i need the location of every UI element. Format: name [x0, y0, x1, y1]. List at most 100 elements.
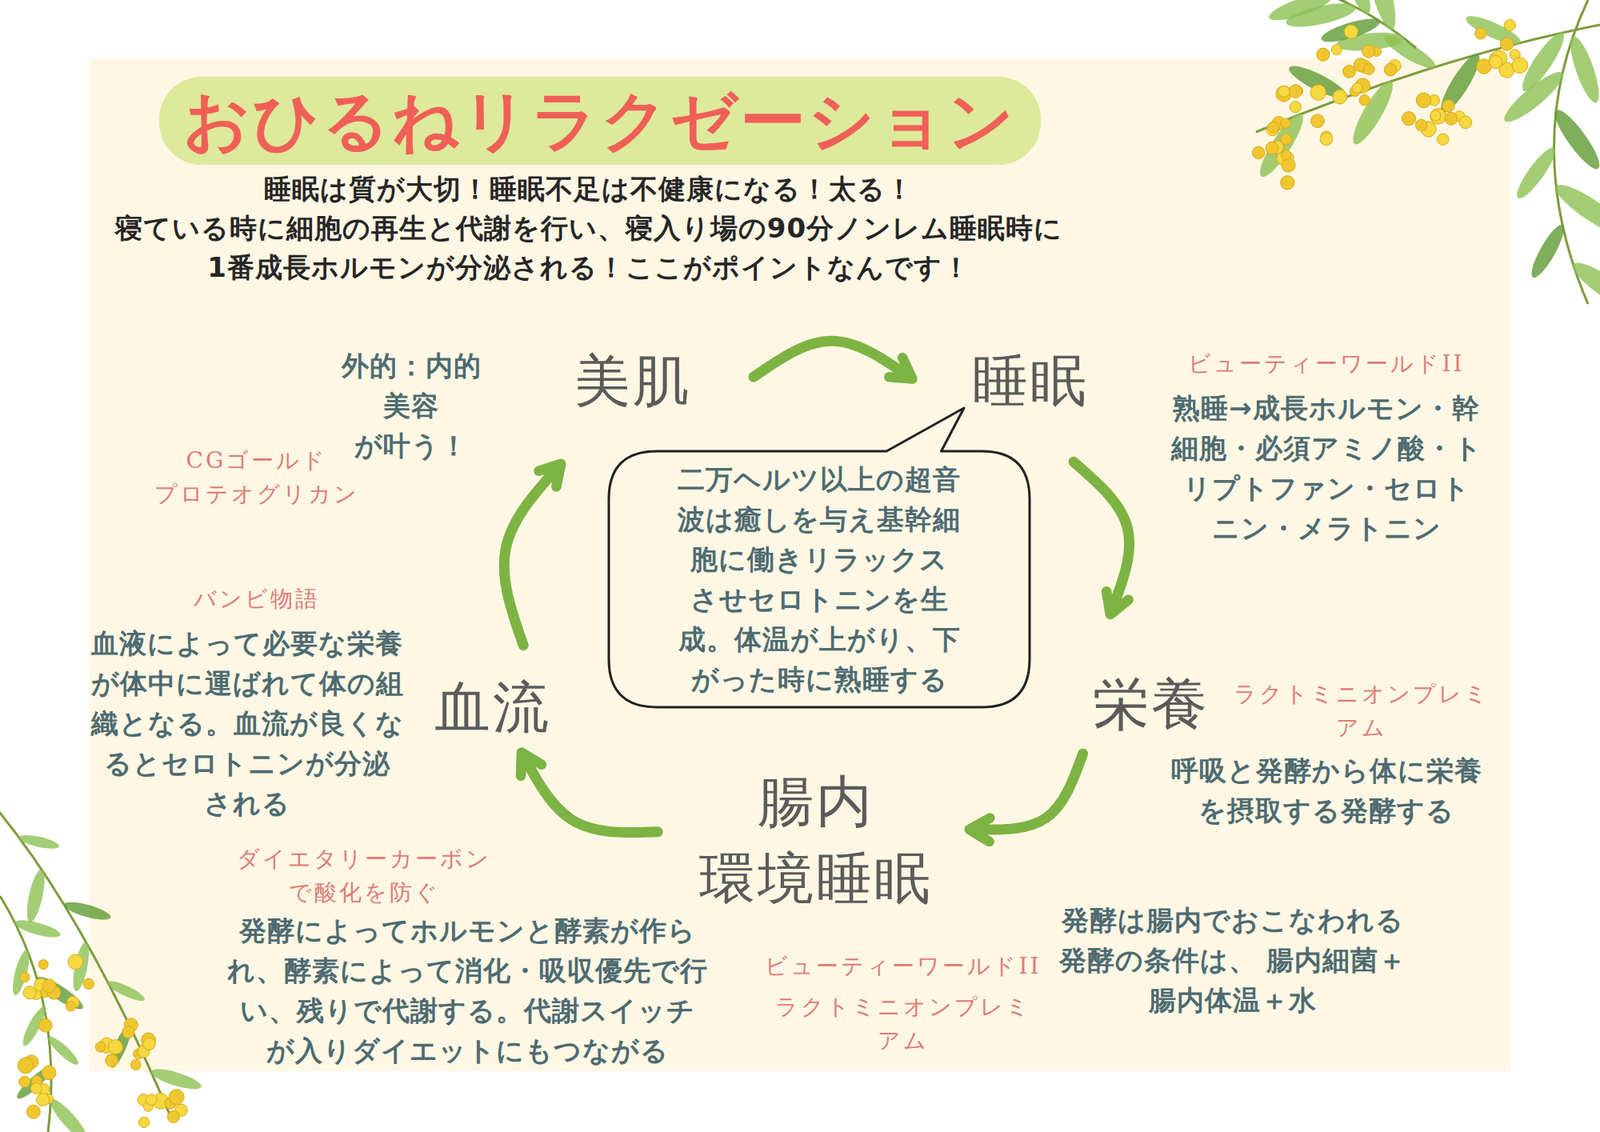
leaf: [148, 1064, 204, 1093]
cycle-arrow: [753, 340, 910, 377]
mimosa-flower: [130, 1060, 141, 1071]
label-holder: ラクトミニオンプレミアム: [775, 990, 1032, 1058]
mimosa-flower: [1352, 82, 1363, 93]
mimosa-flower: [168, 1089, 184, 1105]
intro-text: 睡眠は質が大切！睡眠不足は不健康になる！太る！: [264, 169, 914, 209]
mimosa-flower: [1289, 101, 1301, 113]
note-text: 血液によって必要な栄養が体中に運ばれて体の組織となる。血流が良くなるとセロトニン…: [90, 623, 404, 824]
leaf: [105, 977, 147, 1004]
mimosa-flower: [65, 1001, 76, 1012]
leaf: [1526, 221, 1569, 282]
mimosa-flower: [1401, 112, 1416, 126]
mimosa-sprig: [0, 808, 204, 1132]
stem: [0, 808, 172, 1120]
leaf: [17, 832, 60, 852]
mimosa-flower: [23, 986, 36, 1000]
mimosa-flower: [1268, 121, 1280, 133]
node-label: 血流: [434, 668, 552, 746]
mimosa-flower: [1459, 116, 1472, 129]
mimosa-flower: [42, 979, 56, 993]
note-text: 呼吸と発酵から体に栄養を摂取する発酵する: [1169, 750, 1484, 831]
mimosa-flower: [1359, 95, 1370, 106]
mimosa-flower: [1512, 57, 1528, 74]
mimosa-flower: [19, 1076, 31, 1088]
leaf: [1253, 108, 1310, 182]
mimosa-flower: [1320, 132, 1333, 146]
mimosa-flower: [1475, 28, 1487, 40]
product-name: ダイエタリーカーボン で酸化を防ぐ: [230, 842, 499, 910]
leaf: [12, 916, 62, 941]
note-text: 発酵によってホルモンと酵素が作られ、酵素によって消化・吸収優先で行い、残りで代謝…: [226, 910, 708, 1071]
mimosa-flower: [1430, 108, 1447, 125]
mimosa-flower: [1430, 110, 1441, 121]
mimosa-flower: [1500, 37, 1513, 51]
mimosa-flower: [108, 1040, 123, 1055]
label-holder: 寝ている時に細胞の再生と代謝を行い、寝入り場の90分ノンレム睡眠時に: [115, 208, 1063, 248]
bubble-text: 二万ヘルツ以上の超音波は癒しを与え基幹細胞に働きリラックスさせセロトニンを生成。…: [676, 459, 962, 700]
leaf: [45, 1033, 82, 1068]
mimosa-flower: [1504, 19, 1516, 31]
leaf: [1512, 143, 1561, 203]
note-text: 外的：内的 美容 が叶う！: [322, 345, 500, 466]
mimosa-flower: [122, 1026, 135, 1039]
mimosa-flower: [20, 972, 30, 983]
cycle-arrow: [1073, 461, 1130, 612]
mimosa-flower: [1343, 65, 1356, 79]
leaf: [1564, 33, 1600, 106]
mimosa-flower: [36, 1093, 50, 1107]
mimosa-flower: [1280, 176, 1295, 190]
label-holder: ビューティーワールドII: [1188, 347, 1464, 381]
product-name: ビューティーワールドII: [1188, 347, 1464, 381]
mimosa-flower: [1384, 63, 1397, 76]
cycle-node: 血流: [428, 668, 558, 746]
label-holder: 1番成長ホルモンが分泌される！ここがポイントなんです！: [207, 248, 971, 288]
label-holder: ラクトミニオンプレミアム: [1233, 677, 1490, 745]
cycle-node: 栄養: [1086, 665, 1216, 743]
mimosa-flower: [1281, 158, 1296, 172]
leaf: [1548, 104, 1600, 174]
mimosa-flower: [38, 1018, 52, 1032]
mimosa-flower: [68, 954, 84, 970]
mimosa-flower: [1278, 85, 1290, 97]
mimosa-flower: [1415, 119, 1428, 132]
mimosa-flower: [105, 1054, 119, 1068]
leaf: [1463, 11, 1524, 50]
leaf: [1266, 0, 1335, 26]
mimosa-flower: [26, 1104, 40, 1119]
product-name: ビューティーワールドII: [764, 949, 1041, 984]
leaf: [23, 868, 48, 924]
label-holder: バンビ物語: [193, 582, 320, 616]
stem: [1256, 24, 1600, 132]
mimosa-flower: [95, 1041, 106, 1052]
mimosa-flower: [1252, 146, 1265, 160]
mimosa-flower: [1442, 100, 1455, 112]
label-holder: 血液によって必要な栄養が体中に運ばれて体の組織となる。血流が良くなるとセロトニン…: [90, 623, 404, 824]
bubble-shape: [608, 408, 1030, 708]
mimosa-flower: [41, 1065, 56, 1080]
mimosa-flower: [1332, 89, 1348, 104]
mimosa-flower: [1436, 133, 1448, 145]
product-name: バンビ物語: [193, 582, 320, 616]
leaf: [62, 898, 113, 924]
product-name: CGゴールド プロテオグリカン: [151, 444, 364, 512]
mimosa-flower: [143, 1037, 156, 1051]
mimosa-flower: [38, 960, 48, 970]
mimosa-flower: [1288, 84, 1302, 98]
product-name: ラクトミニオンプレミアム: [1233, 677, 1490, 745]
label-holder: ビューティーワールドII: [764, 949, 1041, 984]
node-label: 美肌: [574, 342, 692, 420]
mimosa-flower: [1316, 48, 1330, 61]
mimosa-flower: [1444, 112, 1458, 125]
background-panel: [89, 58, 1511, 1072]
mimosa-flower: [1416, 92, 1432, 108]
title-pill: おひるねリラクゼーション: [159, 76, 1041, 165]
label-holder: 呼吸と発酵から体に栄養を摂取する発酵する: [1169, 750, 1484, 831]
cycle-node: 美肌: [568, 342, 698, 420]
intro-text: 寝ている時に細胞の再生と代謝を行い、寝入り場の90分ノンレム睡眠時に: [115, 208, 1063, 248]
label-holder: 外的：内的 美容 が叶う！: [322, 345, 500, 466]
mimosa-flower: [167, 1110, 180, 1123]
mimosa-flower: [1364, 64, 1375, 75]
label-holder: 発酵によってホルモンと酵素が作られ、酵素によって消化・吸収優先で行い、残りで代謝…: [226, 910, 708, 1071]
